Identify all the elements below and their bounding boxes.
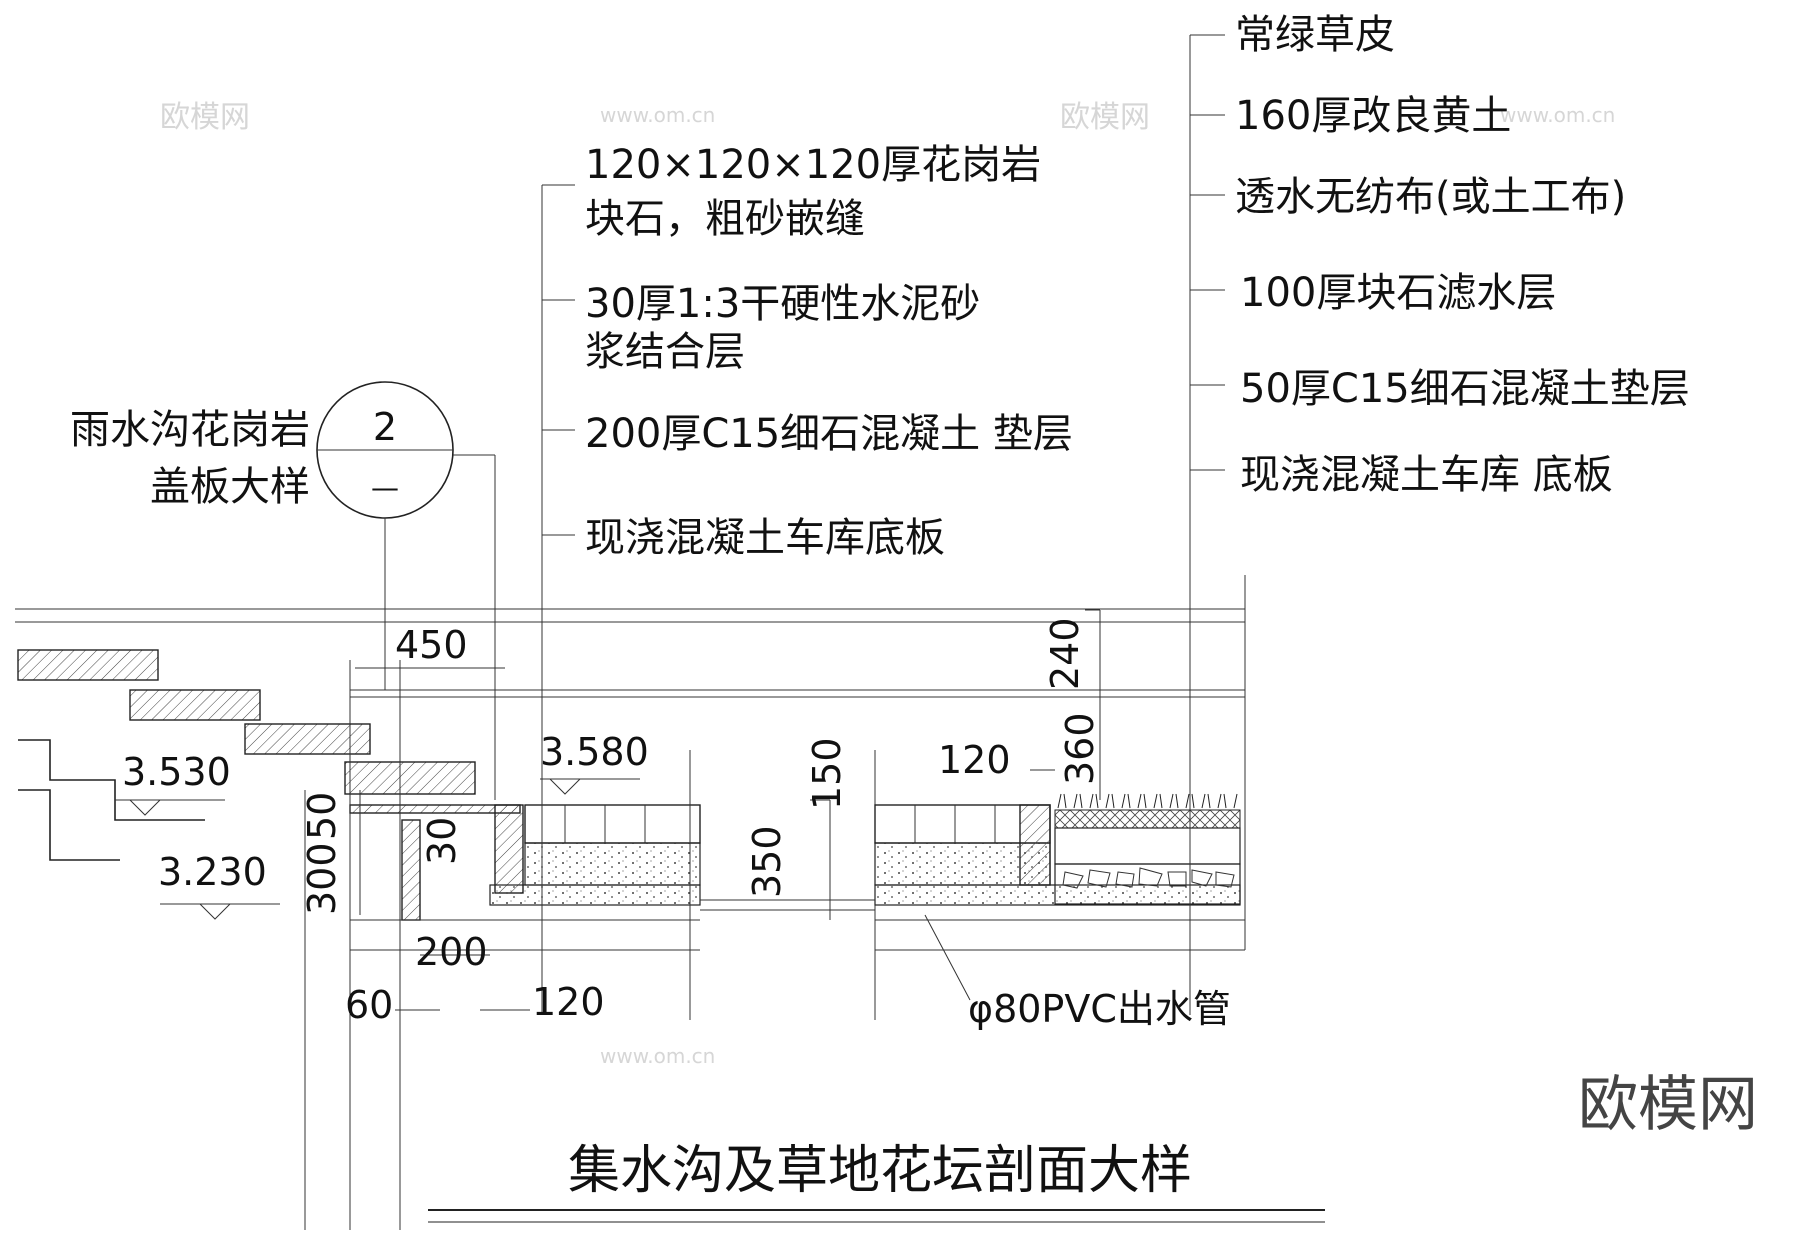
elevation-3580: 3.580 — [540, 730, 649, 774]
detail-number: 2 — [373, 405, 397, 449]
dimension-lines — [115, 609, 1101, 1011]
left-layer-1-line1: 120×120×120厚花岗岩 — [585, 142, 1041, 188]
right-layer-4: 100厚块石滤水层 — [1240, 270, 1556, 316]
elevation-3230: 3.230 — [158, 850, 267, 894]
elevation-3530: 3.530 — [122, 750, 231, 794]
drawing-title: 集水沟及草地花坛剖面大样 — [568, 1141, 1192, 1201]
right-layer-3: 透水无纺布(或土工布) — [1235, 174, 1626, 220]
left-layer-2-line1: 30厚1:3干硬性水泥砂 — [585, 281, 980, 327]
watermark-layer: 欧模网 www.om.cn www.om.cn 欧模网 www.om.cn — [160, 100, 1615, 1068]
detail-sheet: — — [371, 471, 399, 504]
right-layer-5: 50厚C15细石混凝土垫层 — [1240, 366, 1690, 412]
dim-120-left: 120 — [532, 980, 605, 1024]
watermark: www.om.cn — [600, 1044, 715, 1068]
drain-trench — [304, 660, 524, 1230]
right-layer-2: 160厚改良黄土 — [1235, 93, 1511, 139]
right-planting-section — [874, 575, 1246, 1020]
left-leader — [541, 184, 575, 1015]
dim-60: 60 — [345, 983, 393, 1027]
detail-callout-symbol — [316, 381, 496, 800]
left-layer-1-line2: 块石，粗砂嵌缝 — [585, 196, 865, 242]
watermark: www.om.cn — [1500, 103, 1615, 127]
watermark: 欧模网 — [1060, 100, 1150, 135]
dim-360: 360 — [1058, 712, 1102, 785]
dim-120-right: 120 — [938, 738, 1011, 782]
left-layer-4: 现浇混凝土车库底板 — [585, 515, 945, 561]
left-layer-2-line2: 浆结合层 — [585, 329, 745, 375]
dim-240: 240 — [1043, 617, 1087, 690]
brand-logo: 欧模网 — [1578, 1070, 1758, 1140]
stair-steps — [17, 649, 476, 861]
right-layer-6: 现浇混凝土车库 底板 — [1240, 452, 1613, 498]
left-layer-3: 200厚C15细石混凝土 垫层 — [585, 411, 1073, 457]
dim-350: 350 — [745, 825, 789, 898]
dim-300: 300 — [300, 842, 344, 915]
dim-150: 150 — [805, 737, 849, 810]
detail-callout-subtitle: 盖板大样 — [150, 464, 310, 510]
right-leader — [1189, 34, 1225, 1015]
right-layer-1: 常绿草皮 — [1235, 12, 1395, 58]
dim-30: 30 — [420, 817, 464, 865]
detail-callout-title: 雨水沟花岗岩 — [70, 407, 310, 453]
dim-450: 450 — [395, 623, 468, 667]
pipe-label: φ80PVC出水管 — [968, 987, 1231, 1031]
pvc-outlet-pipe — [700, 899, 971, 1001]
watermark: www.om.cn — [600, 103, 715, 127]
dim-200: 200 — [415, 930, 488, 974]
watermark: 欧模网 — [160, 100, 250, 135]
dim-50: 50 — [300, 792, 344, 840]
